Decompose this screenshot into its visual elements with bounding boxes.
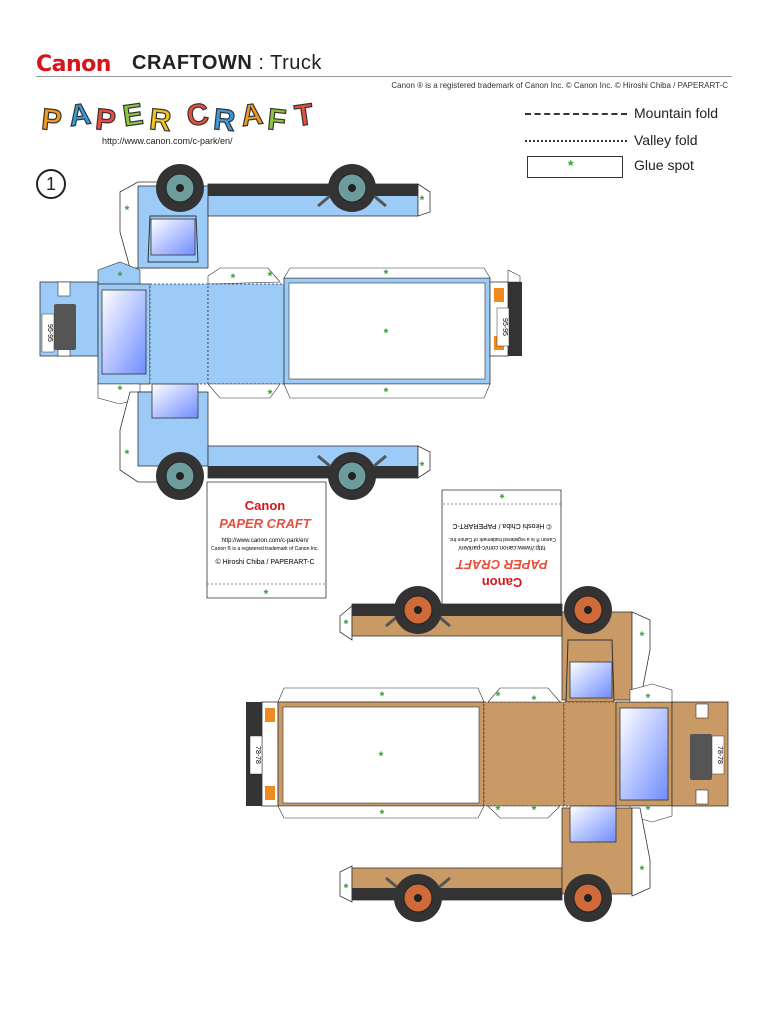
glue-marker: * [384,326,389,340]
logo-letter: A [67,98,93,134]
tag-url: http://www.canon.com/c-park/en/ [221,538,308,544]
step-number: 1 [36,169,66,199]
blue-center-strip: 95-95 95-95 [39,261,522,405]
blue-wheel-rear-bottom [328,452,376,500]
glue-marker: * [268,387,273,401]
page-title: CRAFTOWN : Truck [132,52,322,75]
tag-paper-craft-logo: PAPER CRAFT [455,557,548,572]
glue-marker: * [384,385,389,399]
tag-canon-logo: Canon [245,498,286,513]
valley-fold-label: Valley fold [634,132,698,148]
glue-marker: * [640,863,645,877]
glue-marker: * [380,689,385,703]
tag-url: http://www.canon.com/c-park/en/ [458,544,545,550]
glue-spot-sample: * [527,156,623,178]
glue-marker: * [568,157,574,173]
glue-marker: * [118,269,123,283]
header-divider [36,76,732,77]
model-name: Truck [270,52,322,74]
blue-wheel-rear-top [328,164,376,212]
blue-plate-rear: 95-95 [501,318,508,336]
blue-side-panel-top [119,164,431,269]
glue-marker: * [420,459,425,473]
glue-marker: * [268,269,273,283]
glue-marker: * [532,803,537,817]
glue-marker: * [125,447,130,461]
logo-letter: C [185,98,211,134]
tag-copyright: © Hiroshi Chiba / PAPERART-C [215,558,314,566]
glue-marker: * [379,749,384,763]
tag-trademark: Canon ® is a registered trademark of Can… [448,536,556,543]
glue-marker: * [344,617,349,631]
tan-side-panel-bottom [339,805,651,922]
glue-marker: * [496,689,501,703]
credits-line: Canon ® is a registered trademark of Can… [391,81,728,90]
blue-wheel-front-top [156,164,204,212]
logo-letter: P [40,103,63,138]
glue-marker: * [380,807,385,821]
glue-marker: * [344,881,349,895]
series-name: CRAFTOWN [132,52,253,74]
glue-spot-label: Glue spot [634,157,694,173]
glue-marker: * [640,629,645,643]
tan-wheel-front-bottom [564,874,612,922]
tag-paper-craft-logo: PAPER CRAFT [219,516,312,531]
tan-truck-net: 78-78 78-78 [246,586,729,922]
logo-letter: P [94,103,117,138]
tag-trademark: Canon ® is a registered trademark of Can… [211,545,319,552]
canon-brand-logo: Canon [36,52,111,77]
glue-marker: * [646,803,651,817]
paper-craft-url[interactable]: http://www.canon.com/c-park/en/ [102,136,233,146]
glue-marker: * [125,203,130,217]
tan-plate-rear: 78-78 [254,746,261,764]
logo-letter: R [212,103,237,138]
glue-marker: * [499,487,504,501]
glue-marker: * [420,193,425,207]
tan-wheel-front-top [564,586,612,634]
tan-wheel-rear-top [394,586,442,634]
logo-letter: A [239,98,265,134]
title-separator: : [252,52,271,74]
glue-marker: * [231,271,236,285]
glue-marker: * [384,267,389,281]
blue-wheel-front-bottom [156,452,204,500]
mountain-fold-line-sample [525,113,627,115]
glue-marker: * [646,691,651,705]
blue-side-panel-bottom [119,383,431,500]
glue-marker: * [532,693,537,707]
glue-marker: * [264,587,269,601]
tan-center-strip: 78-78 78-78 [246,683,729,823]
logo-letter: F [266,103,288,138]
logo-letter: T [293,98,316,133]
blue-plate-front: 95-95 [46,324,53,342]
blue-truck-net: 95-95 95-95 [39,164,522,500]
tag-canon-logo: Canon [482,575,523,590]
glue-marker: * [496,803,501,817]
mountain-fold-label: Mountain fold [634,105,719,121]
logo-letter: R [148,103,173,138]
tag-copyright: © Hiroshi Chiba / PAPERART-C [452,522,551,530]
tan-wheel-rear-bottom [394,874,442,922]
valley-fold-line-sample [525,140,627,142]
tan-side-panel-top [339,586,651,703]
label-tag-inverted: Canon PAPER CRAFT http://www.canon.com/c… [441,487,562,607]
label-tag-upright: Canon PAPER CRAFT http://www.canon.com/c… [206,481,327,601]
logo-letter: E [121,98,145,133]
glue-marker: * [118,383,123,397]
tan-plate-front: 78-78 [716,746,723,764]
